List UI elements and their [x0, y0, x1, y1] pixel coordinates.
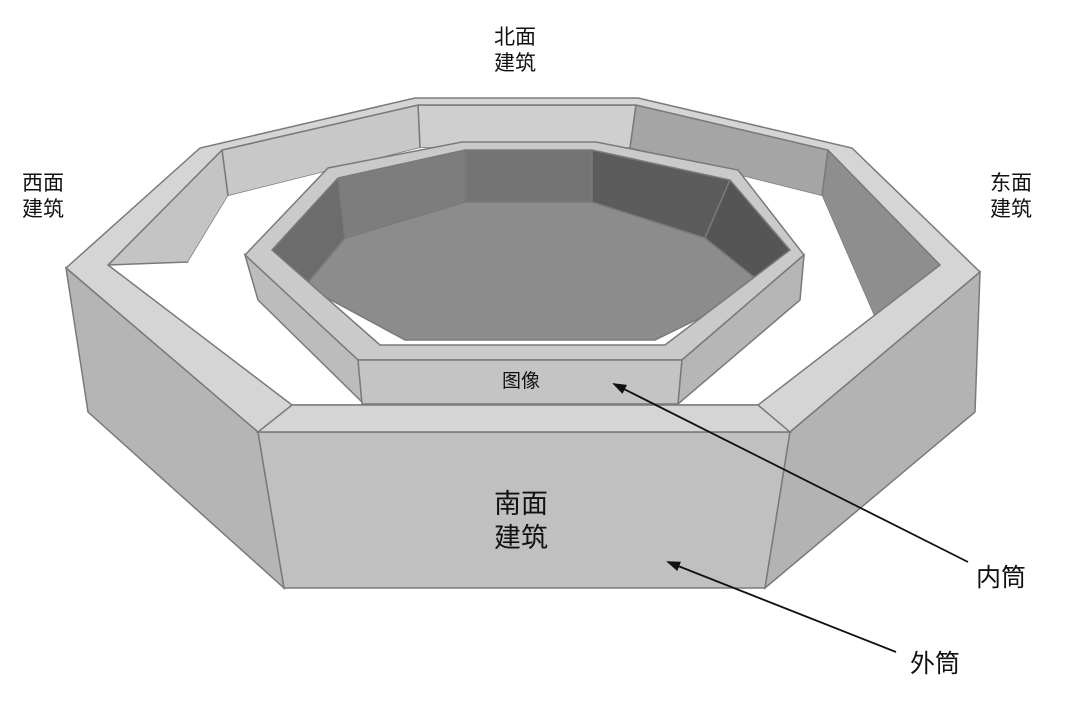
image-label-text: 图像: [502, 370, 541, 392]
outer-tube-inner-walls: [106, 104, 942, 320]
west-label-line1: 西面: [22, 171, 64, 195]
inner-tube-label-text: 内筒: [976, 563, 1027, 592]
east-label-line1: 东面: [990, 171, 1032, 195]
inner-tube: [243, 141, 806, 406]
outer-tube-label-text: 外筒: [910, 649, 961, 678]
north-building-label: 北面 建筑: [494, 24, 536, 77]
image-label: 图像: [502, 370, 540, 394]
outer-tube-arrow: [666, 561, 897, 653]
outer-rim-front-strip: [255, 404, 793, 433]
inner-tube-arrow: [612, 383, 969, 563]
inner-tube-label: 内筒: [976, 562, 1026, 593]
east-building-label: 东面 建筑: [990, 170, 1032, 223]
south-building-label: 南面 建筑: [494, 488, 548, 556]
outer-tube-label: 外筒: [910, 648, 960, 679]
north-label-line2: 建筑: [494, 51, 536, 76]
south-label-line1: 南面: [494, 489, 548, 520]
south-label-line2: 建筑: [494, 522, 548, 554]
east-label-line2: 建筑: [990, 197, 1032, 222]
inner-wall-north: [464, 149, 593, 203]
west-building-label: 西面 建筑: [22, 170, 64, 223]
inner-outer-face-southeast: [677, 253, 805, 406]
west-label-line2: 建筑: [22, 197, 64, 222]
north-label-line1: 北面: [494, 25, 536, 49]
outer-face-southeast: [763, 270, 981, 590]
outer-tube-outer-faces: [64, 266, 981, 590]
